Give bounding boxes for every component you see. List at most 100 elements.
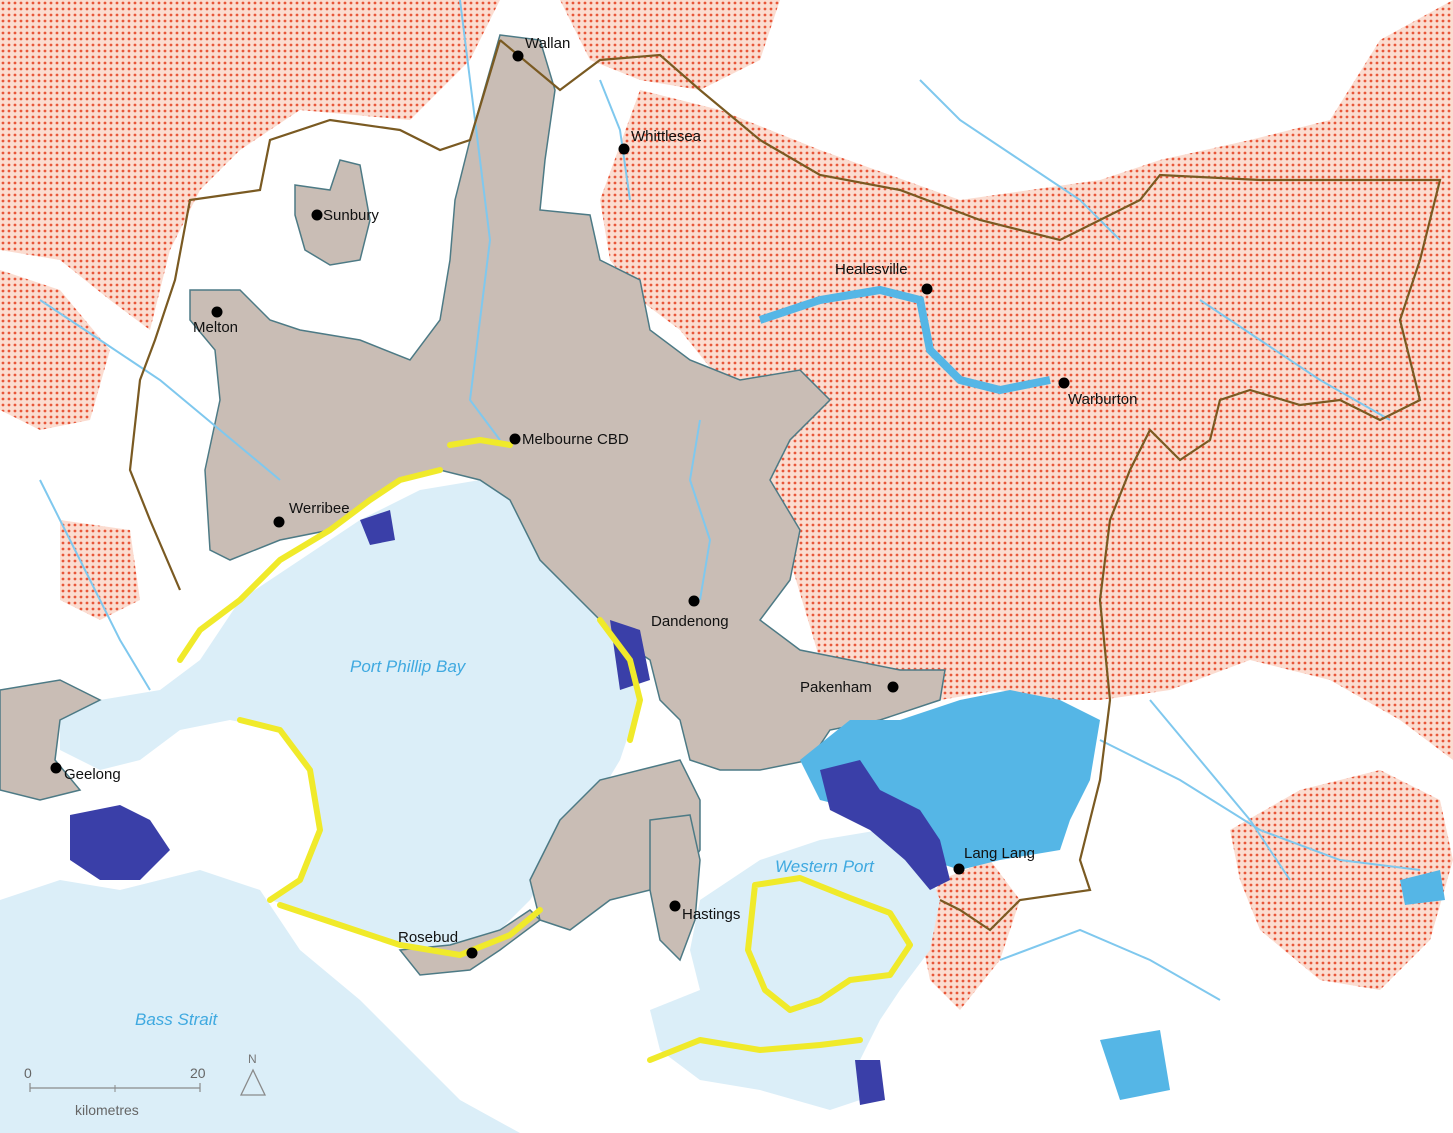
town-melbourne-cbd[interactable]: Melbourne CBD <box>509 431 629 448</box>
town-label: Lang Lang <box>964 845 1035 862</box>
town-sunbury[interactable]: Sunbury <box>311 207 380 224</box>
western-port-label: Western Port <box>775 857 875 876</box>
coast-port-phillip-east <box>597 617 643 743</box>
town-dot <box>688 595 700 607</box>
town-dot <box>618 143 630 155</box>
north-arrow-icon <box>239 1068 267 1096</box>
deep-flood-werribee <box>360 510 395 545</box>
town-label: Rosebud <box>398 929 458 946</box>
town-pakenham[interactable]: Pakenham <box>800 679 899 696</box>
yarra-flood <box>758 285 1051 395</box>
scale-unit-label: kilometres <box>75 1102 139 1118</box>
town-warburton[interactable]: Warburton <box>1058 377 1138 409</box>
hazard-area-northwest <box>0 0 500 330</box>
sunbury-urban <box>294 159 371 266</box>
deep-flood-bass <box>855 1060 885 1105</box>
coast-mornington <box>277 902 543 958</box>
rosebud-urban <box>398 909 542 976</box>
river-flood-east <box>1400 870 1445 905</box>
hastings-urban <box>649 814 701 962</box>
town-label: Warburton <box>1068 391 1137 408</box>
scale-start-label: 0 <box>24 1065 32 1081</box>
town-markers: Wallan Whittlesea Sunbury Healesville Me… <box>50 35 1138 959</box>
western-port <box>650 830 940 1110</box>
hazard-area-southeast <box>920 860 1020 1010</box>
town-label: Hastings <box>682 906 740 923</box>
port-phillip-bay-label: Port Phillip Bay <box>350 657 467 676</box>
river-6 <box>999 928 1221 1001</box>
scale-end-label: 20 <box>190 1065 206 1081</box>
hazard-area-northwest-2 <box>0 270 110 430</box>
hazard-area-east-main <box>600 0 1453 760</box>
scale-bar: 0 20 kilometres <box>24 1065 206 1118</box>
urban-areas <box>0 34 946 976</box>
town-dot <box>921 283 933 295</box>
river-2 <box>39 299 281 481</box>
river-8 <box>919 79 1121 241</box>
town-label: Dandenong <box>651 613 729 630</box>
town-label: Werribee <box>289 500 350 517</box>
town-dot <box>50 762 62 774</box>
river-4 <box>1099 739 1421 871</box>
town-label: Healesville <box>835 261 908 278</box>
port-phillip-bay <box>60 480 640 950</box>
town-healesville[interactable]: Healesville <box>835 261 933 295</box>
town-label: Melton <box>193 319 238 336</box>
town-dot <box>273 516 285 528</box>
koo-wee-rup-flood <box>800 690 1100 870</box>
metro-urban-area <box>189 34 946 771</box>
rivers <box>39 0 1421 1001</box>
coast-bellarine <box>237 717 323 903</box>
town-dot <box>953 863 965 875</box>
town-dot <box>509 433 521 445</box>
geelong-urban <box>0 679 102 801</box>
coast-phillip-island <box>647 1037 863 1063</box>
river-5 <box>1149 699 1291 881</box>
hazard-area-north <box>560 0 780 90</box>
town-dot <box>211 306 223 318</box>
town-dot <box>669 900 681 912</box>
town-dot <box>512 50 524 62</box>
town-label: Geelong <box>64 766 121 783</box>
town-werribee[interactable]: Werribee <box>273 500 350 528</box>
deep-flood-west-port <box>820 760 950 890</box>
town-dandenong[interactable]: Dandenong <box>651 595 729 631</box>
town-label: Wallan <box>525 35 570 52</box>
river-1 <box>459 0 501 441</box>
town-dot <box>466 947 478 959</box>
river-9 <box>1199 299 1391 421</box>
town-dot <box>311 209 323 221</box>
town-lang-lang[interactable]: Lang Lang <box>953 845 1035 875</box>
town-dot <box>887 681 899 693</box>
metropolitan-boundary <box>128 39 1442 932</box>
deep-flood-geelong <box>70 805 170 880</box>
water-labels: Port Phillip Bay Western Port Bass Strai… <box>135 657 875 1029</box>
town-whittlesea[interactable]: Whittlesea <box>618 128 702 155</box>
coast-port-phillip-west <box>177 467 443 663</box>
hazard-area-east-south <box>1230 770 1453 990</box>
coast-french-island <box>745 875 913 1013</box>
town-dot <box>1058 377 1070 389</box>
coastal-highlight <box>177 437 913 1063</box>
town-label: Pakenham <box>800 679 872 696</box>
town-label: Sunbury <box>323 207 379 224</box>
town-label: Melbourne CBD <box>522 431 629 448</box>
hazard-area-west <box>60 520 140 620</box>
coast-cbd <box>447 437 513 448</box>
town-melton[interactable]: Melton <box>193 306 238 337</box>
town-label: Whittlesea <box>631 128 702 145</box>
sea <box>0 480 940 1133</box>
river-10 <box>599 79 631 201</box>
bass-strait-label: Bass Strait <box>135 1010 218 1029</box>
town-geelong[interactable]: Geelong <box>50 762 121 784</box>
north-label: N <box>248 1052 257 1066</box>
river-flood-south <box>1100 1030 1170 1100</box>
bass-strait <box>0 870 520 1133</box>
north-arrow: N <box>239 1052 267 1096</box>
river-3 <box>688 419 712 601</box>
river-7 <box>39 479 151 691</box>
town-rosebud[interactable]: Rosebud <box>398 929 478 959</box>
town-wallan[interactable]: Wallan <box>512 35 571 62</box>
town-hastings[interactable]: Hastings <box>669 900 741 924</box>
